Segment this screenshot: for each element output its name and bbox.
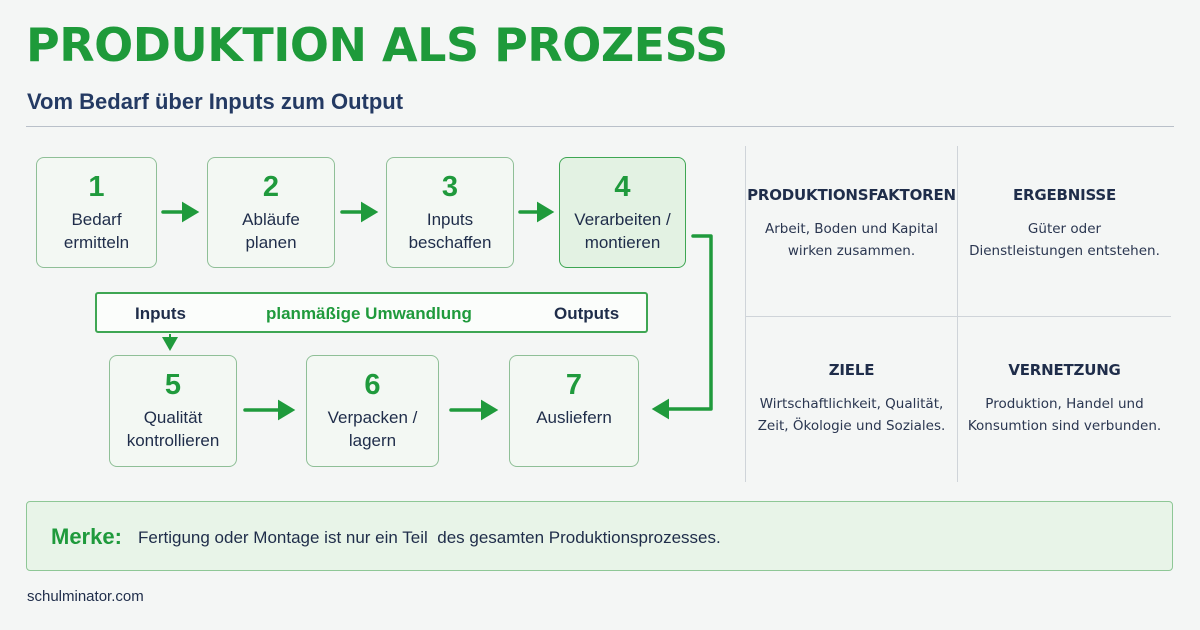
flow-transformation-label: planmäßige Umwandlung [266, 304, 472, 323]
panel-cell-text: Wirtschaftlichkeit, Qualität, Zeit, Ökol… [757, 396, 946, 434]
title-divider [26, 126, 1174, 127]
step-box-5: 5 Qualität kontrollieren [109, 355, 237, 467]
step-number: 2 [262, 171, 280, 203]
panel-cell-text: Produktion, Handel und Konsumtion sind v… [967, 396, 1162, 434]
step-label: Ausliefern [536, 408, 612, 427]
step-label: Qualität kontrollieren [126, 408, 220, 450]
step-box-7: 7 Ausliefern [509, 355, 639, 467]
step-box-3: 3 Inputs beschaffen [386, 157, 514, 268]
step-number: 6 [364, 369, 381, 401]
panel-cell-vernetzung: VERNETZUNG Produktion, Handel und Konsum… [958, 321, 1171, 489]
step-label: Verpacken / lagern [327, 408, 418, 450]
step-label: Verarbeiten / montieren [574, 210, 671, 252]
step-box-4: 4 Verarbeiten / montieren [559, 157, 686, 268]
panel-cell-ergebnisse: ERGEBNISSE Güter oder Dienstleistungen e… [958, 146, 1171, 314]
panel-vertical-divider [957, 146, 958, 482]
transformation-bar: Inputs planmäßige Umwandlung Outputs [95, 292, 648, 333]
step-number: 4 [614, 171, 631, 203]
step-number: 1 [88, 171, 105, 203]
step-label: Inputs beschaffen [408, 210, 492, 252]
panel-cell-title: VERNETZUNG [1008, 361, 1121, 379]
note-text: Fertigung oder Montage ist nur ein Teil … [138, 528, 721, 547]
merke-note: Merke: Fertigung oder Montage ist nur ei… [26, 501, 1173, 571]
step-box-6: 6 Verpacken / lagern [306, 355, 439, 467]
flow-outputs-label: Outputs [554, 304, 620, 323]
panel-cell-text: Arbeit, Boden und Kapital wirken zusamme… [764, 221, 939, 259]
panel-cell-ziele: ZIELE Wirtschaftlichkeit, Qualität, Zeit… [745, 321, 958, 489]
panel-cell-title: PRODUKTIONSFAKTOREN [747, 186, 956, 204]
page-title: PRODUKTION ALS PROZESS [26, 18, 728, 72]
footer-site: schulminator.com [27, 588, 144, 605]
step-box-2: 2 Abläufe planen [207, 157, 335, 268]
step-number: 3 [441, 171, 459, 203]
info-panel: PRODUKTIONSFAKTOREN Arbeit, Boden und Ka… [745, 146, 1171, 482]
panel-cell-produktionsfaktoren: PRODUKTIONSFAKTOREN Arbeit, Boden und Ka… [745, 146, 958, 314]
step-box-1: 1 Bedarf ermitteln [36, 157, 157, 268]
flow-inputs-label: Inputs [135, 304, 186, 323]
panel-cell-title: ZIELE [828, 361, 875, 379]
panel-cell-text: Güter oder Dienstleistungen entstehen. [969, 221, 1160, 259]
note-label: Merke: [51, 524, 122, 549]
step-label: Abläufe planen [242, 210, 300, 252]
step-number: 7 [565, 369, 583, 401]
page-subtitle: Vom Bedarf über Inputs zum Output [27, 89, 404, 114]
panel-horizontal-divider [745, 316, 1171, 317]
panel-cell-title: ERGEBNISSE [1012, 186, 1117, 204]
step-label: Bedarf ermitteln [63, 210, 130, 252]
panel-left-edge [745, 146, 746, 482]
step-number: 5 [164, 369, 182, 401]
